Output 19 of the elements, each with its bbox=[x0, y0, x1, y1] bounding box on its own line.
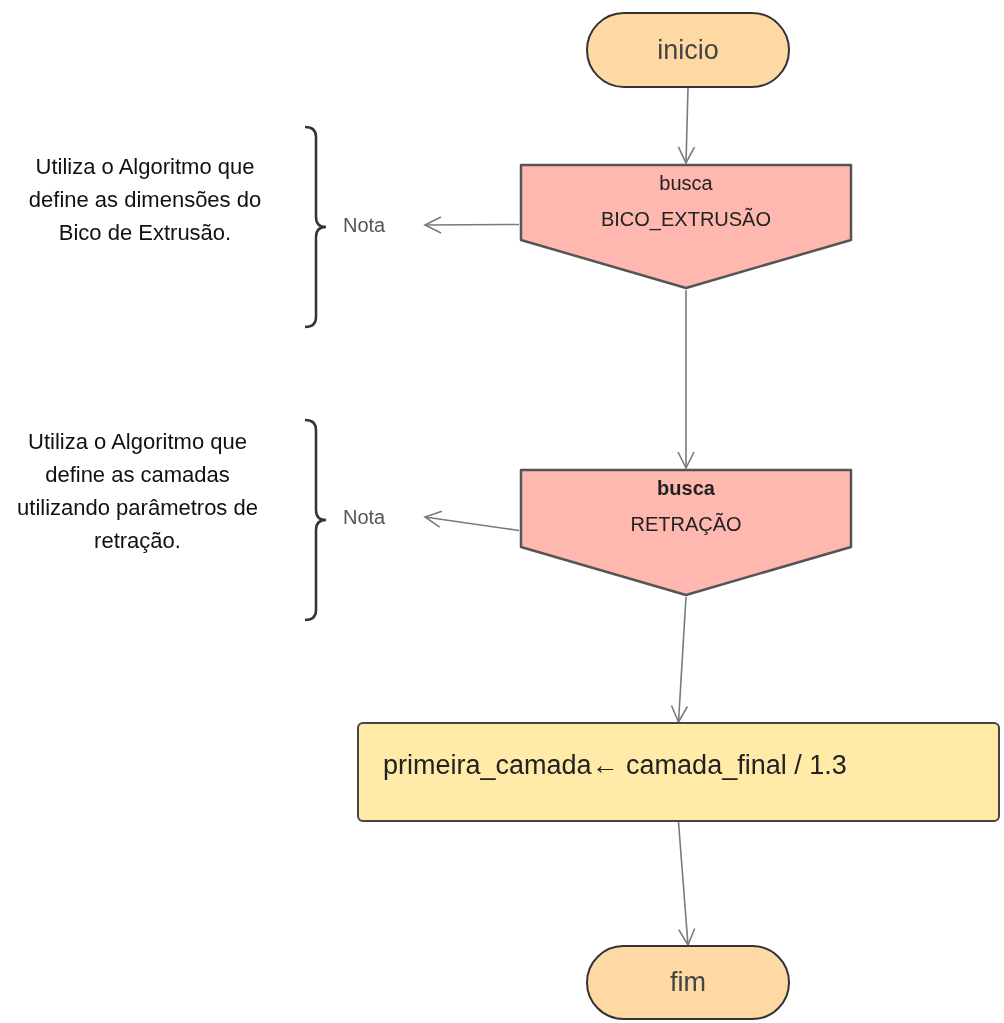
arrow bbox=[670, 596, 689, 723]
note-label: Nota bbox=[343, 208, 425, 242]
arrow bbox=[677, 87, 696, 164]
arrow bbox=[424, 216, 520, 234]
arrow bbox=[677, 289, 695, 469]
arrow bbox=[424, 510, 520, 532]
keyword-text: busca bbox=[657, 476, 715, 500]
note-text: Utiliza o Algoritmo que define as dimensões do Bico de Extrusão. bbox=[27, 153, 263, 247]
process-box: primeira_camada← camada_final / 1.3 bbox=[357, 722, 1000, 822]
arrow bbox=[677, 821, 696, 946]
note-text: Utiliza o Algoritmo que define as camadas utilizando parâmetros de retração. bbox=[16, 428, 259, 555]
note-label: Nota bbox=[343, 500, 425, 534]
variable-text: BICO_EXTRUSÃO bbox=[600, 207, 771, 231]
terminal-pill: fim bbox=[586, 945, 790, 1020]
terminal-pill: inicio bbox=[586, 12, 790, 88]
process-pentagon bbox=[519, 163, 853, 290]
keyword-text: busca bbox=[659, 171, 713, 195]
process-pentagon bbox=[519, 468, 853, 597]
variable-text: RETRAÇÃO bbox=[630, 512, 742, 536]
